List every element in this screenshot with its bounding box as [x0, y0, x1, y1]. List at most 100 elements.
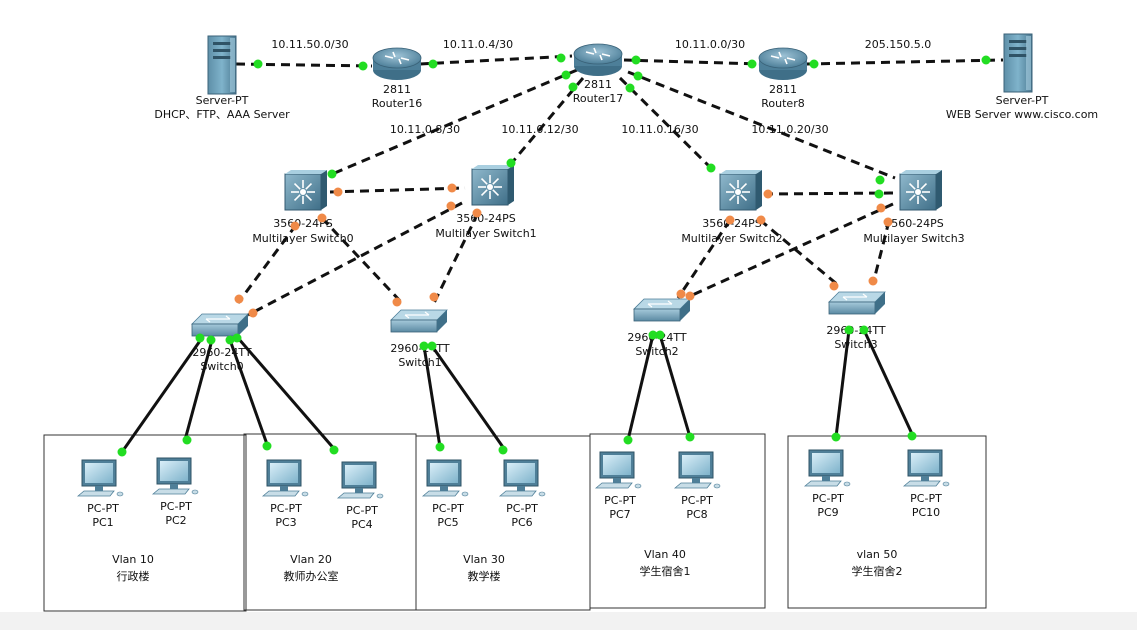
port-up-indicator	[327, 169, 337, 179]
pc-icon[interactable]	[803, 449, 851, 487]
vlan-box	[589, 433, 766, 609]
port-up-indicator	[747, 59, 757, 69]
port-blocked-indicator	[234, 294, 244, 304]
pc-icon[interactable]	[594, 451, 642, 489]
device-name-label: PC1	[92, 516, 113, 529]
device-model-label: PC-PT	[506, 502, 538, 515]
pc-icon[interactable]	[336, 461, 384, 499]
pc-icon[interactable]	[421, 459, 469, 497]
pc-icon[interactable]	[76, 459, 124, 497]
link-sw0-pc3[interactable]	[228, 339, 270, 448]
switch-icon[interactable]	[633, 298, 691, 322]
link-sw2-pc7[interactable]	[626, 334, 655, 441]
switch-icon[interactable]	[390, 309, 448, 333]
multilayer-switch-icon[interactable]	[284, 170, 327, 211]
link-ms1-sw0[interactable]	[247, 201, 463, 317]
link-subnet-label: 10.11.0.12/30	[501, 123, 578, 136]
pc-icon[interactable]	[673, 451, 721, 489]
port-up-indicator	[706, 163, 716, 173]
vlan-box	[787, 435, 987, 609]
router-icon[interactable]	[758, 47, 808, 80]
switch-icon[interactable]	[191, 313, 249, 337]
multilayer-switch-icon[interactable]	[471, 165, 514, 206]
port-up-indicator	[498, 445, 508, 455]
link-router17-ms1[interactable]	[508, 77, 585, 166]
device-sw2[interactable]: 2960-24TTSwitch2	[627, 298, 691, 358]
port-up-indicator	[844, 325, 854, 335]
port-blocked-indicator	[725, 215, 735, 225]
link-sw0-pc4[interactable]	[236, 337, 338, 452]
pc-icon[interactable]	[498, 459, 546, 497]
port-up-indicator	[358, 61, 368, 71]
multilayer-switch-icon[interactable]	[899, 170, 942, 211]
link-sw0-pc1[interactable]	[120, 337, 204, 453]
link-ms3-sw3[interactable]	[872, 220, 891, 281]
link-sw1-pc5[interactable]	[422, 345, 442, 448]
router-icon[interactable]	[372, 47, 422, 80]
link-ms2-sw3[interactable]	[759, 218, 839, 287]
link-ms0-ms1[interactable]	[329, 186, 466, 194]
port-up-indicator	[874, 189, 884, 199]
link-router16-router17[interactable]	[419, 54, 573, 66]
vlan-location: 学生宿舍2	[852, 564, 903, 578]
vlan-name: Vlan 30	[463, 553, 505, 566]
link-ms2-sw2[interactable]	[676, 219, 732, 299]
link-sw3-pc10[interactable]	[862, 329, 915, 437]
device-model-label: PC-PT	[681, 494, 713, 507]
link-router8-server2[interactable]	[805, 58, 1004, 66]
port-up-indicator	[195, 333, 205, 343]
link-ms1-sw1[interactable]	[432, 212, 480, 304]
port-up-indicator	[981, 55, 991, 65]
pc-icon[interactable]	[902, 449, 950, 487]
pc-icon[interactable]	[261, 459, 309, 497]
device-name-label: PC3	[275, 516, 296, 529]
switch-icon[interactable]	[828, 291, 886, 315]
link-sw2-pc8[interactable]	[658, 334, 692, 438]
link-ms2-ms3[interactable]	[763, 191, 894, 196]
link-ms0-sw0[interactable]	[236, 224, 298, 304]
port-up-indicator	[427, 341, 437, 351]
device-model-label: Server-PT	[996, 94, 1049, 107]
link-router17-ms2[interactable]	[618, 76, 717, 174]
link-subnet-label: 10.11.0.0/30	[675, 38, 745, 51]
pc-icon[interactable]	[151, 457, 199, 495]
port-status-dots	[117, 53, 991, 457]
device-name-label: Multilayer Switch0	[252, 232, 353, 245]
device-name-label: WEB Server www.cisco.com	[946, 108, 1098, 121]
device-name-label: Switch0	[200, 360, 243, 373]
router-icon[interactable]	[573, 43, 623, 76]
port-up-indicator	[561, 70, 571, 80]
link-router17-ms3[interactable]	[627, 70, 896, 180]
link-ms0-sw1[interactable]	[320, 216, 404, 305]
link-sw1-pc6[interactable]	[430, 345, 507, 451]
link-ms3-sw2[interactable]	[687, 202, 894, 299]
link-router17-router8[interactable]	[623, 58, 761, 66]
link-sw0-pc2[interactable]	[183, 339, 214, 441]
link-sw3-pc9[interactable]	[834, 329, 851, 438]
port-blocked-indicator	[317, 213, 327, 223]
multilayer-switch-icon[interactable]	[719, 170, 762, 211]
